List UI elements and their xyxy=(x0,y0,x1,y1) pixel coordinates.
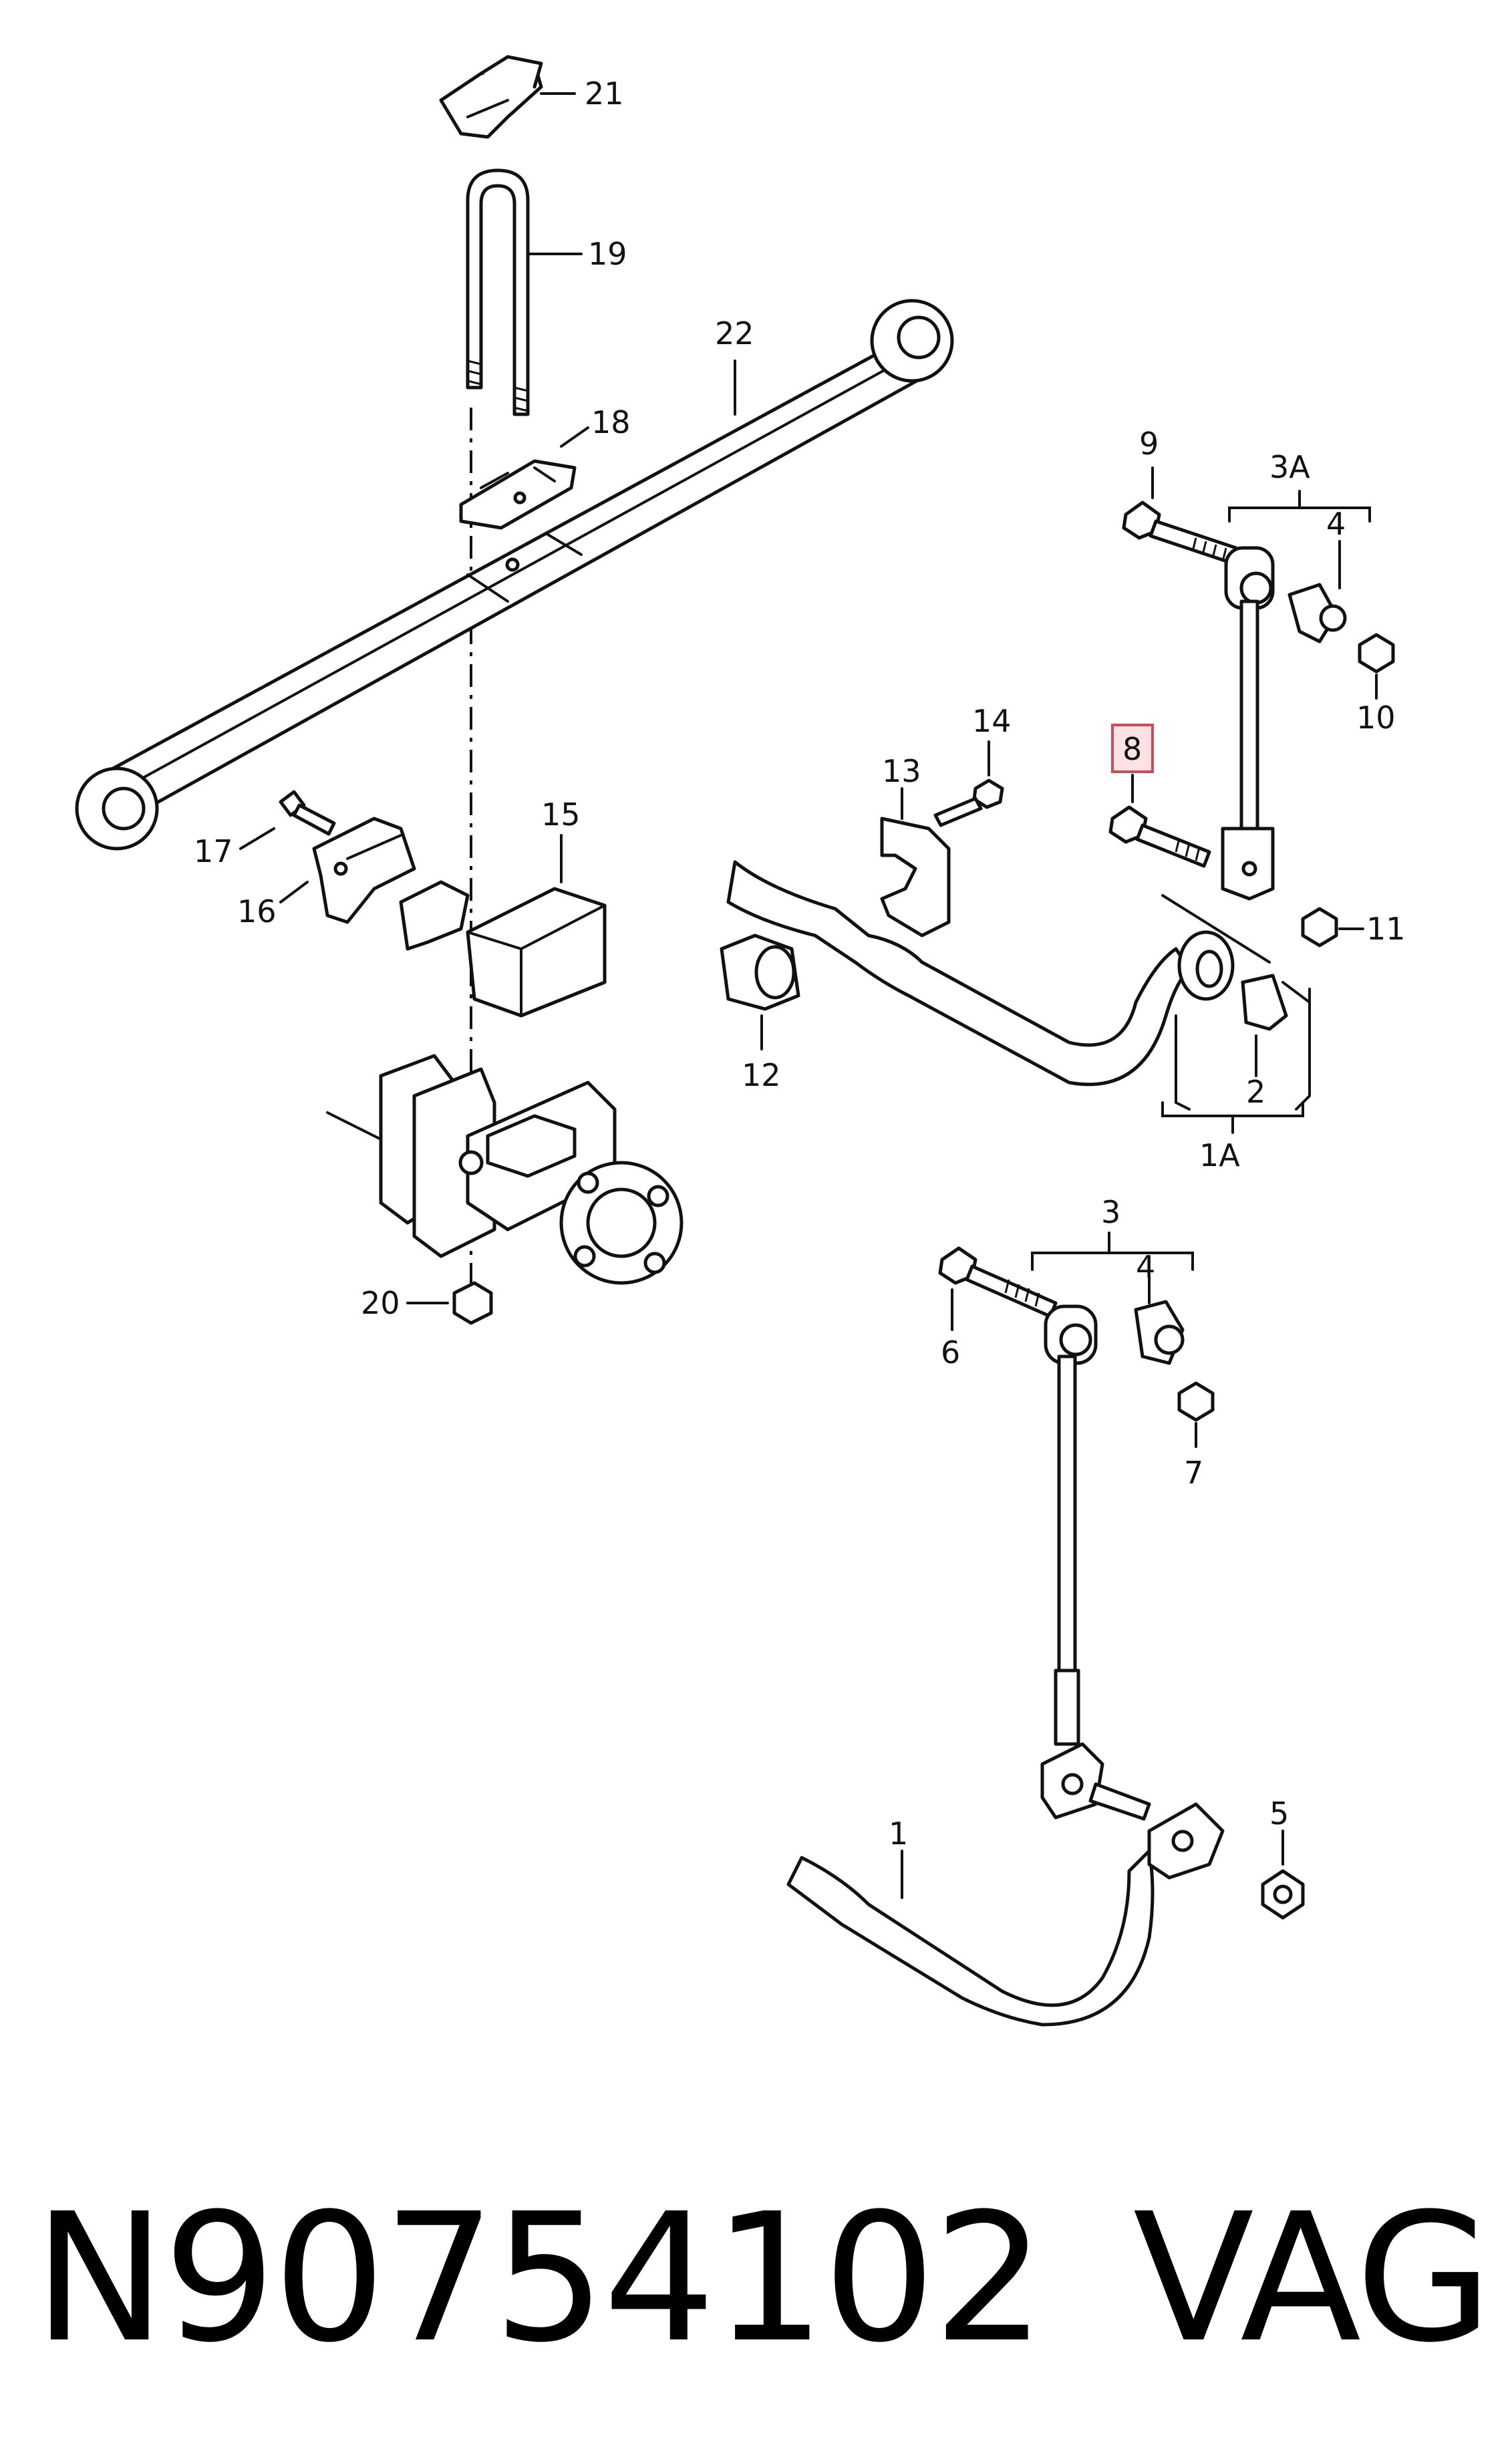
part-6-bolt xyxy=(938,1246,1058,1331)
part-5-nut xyxy=(1261,1830,1305,1920)
callout-14[interactable]: 14 xyxy=(972,703,1012,739)
callout-17[interactable]: 17 xyxy=(194,833,233,869)
axle-hub-mount xyxy=(326,1054,684,1285)
part-22-leaf-spring xyxy=(75,299,954,851)
callout-18[interactable]: 18 xyxy=(591,404,631,440)
part-3A-stabilizer-link xyxy=(1221,490,1371,901)
part-caption: N90754102 VAG xyxy=(33,2158,1493,2399)
callout-16[interactable]: 16 xyxy=(237,893,277,929)
callout-19[interactable]: 19 xyxy=(588,236,627,272)
callout-8[interactable]: 8 xyxy=(1122,731,1142,767)
part-18-spacer-plate xyxy=(459,426,589,530)
part-1-stabilizer-bar xyxy=(786,1802,1225,2027)
part-16-bracket xyxy=(279,817,416,924)
callout-6[interactable]: 6 xyxy=(941,1334,960,1371)
callout-5[interactable]: 5 xyxy=(1269,1795,1289,1832)
part-8-bolt xyxy=(1108,774,1211,868)
callout-9[interactable]: 9 xyxy=(1139,426,1159,462)
callout-2[interactable]: 2 xyxy=(1246,1074,1265,1110)
part-number: N90754102 xyxy=(33,2175,1046,2382)
part-13-clamp xyxy=(880,787,951,938)
callout-1A[interactable]: 1A xyxy=(1199,1137,1240,1173)
callout-10[interactable]: 10 xyxy=(1356,700,1396,736)
part-10-nut xyxy=(1358,633,1395,700)
callout-12[interactable]: 12 xyxy=(742,1057,781,1093)
callout-22[interactable]: 22 xyxy=(715,315,754,351)
callout-1[interactable]: 1 xyxy=(889,1816,908,1852)
callout-4-upper[interactable]: 4 xyxy=(1326,506,1346,542)
part-11-nut xyxy=(1301,907,1364,948)
part-20-nut xyxy=(406,1281,493,1325)
part-14-bolt xyxy=(933,740,1004,827)
callout-11[interactable]: 11 xyxy=(1366,911,1406,947)
callout-21[interactable]: 21 xyxy=(585,76,624,112)
callout-13[interactable]: 13 xyxy=(882,753,921,789)
brand-label: VAG xyxy=(1132,2175,1493,2382)
callout-4-lower[interactable]: 4 xyxy=(1136,1249,1155,1285)
callout-3A[interactable]: 3A xyxy=(1269,449,1310,485)
part-12-bushing xyxy=(720,933,800,1050)
part-19-u-bolt xyxy=(466,168,583,416)
callout-3[interactable]: 3 xyxy=(1101,1194,1120,1230)
callout-20[interactable]: 20 xyxy=(361,1285,400,1321)
callout-7[interactable]: 7 xyxy=(1184,1455,1203,1491)
highlight-box-8 xyxy=(1111,724,1154,773)
part-15-bump-stop xyxy=(399,834,607,1018)
part-1A-stabilizer-bar xyxy=(726,860,1311,1134)
part-17-bolt xyxy=(239,790,336,850)
callout-15[interactable]: 15 xyxy=(541,797,581,833)
part-3-stabilizer-link xyxy=(1031,1232,1194,1821)
part-9-bolt xyxy=(1122,466,1238,565)
part-21-clamp-plate xyxy=(439,55,576,139)
part-7-nut xyxy=(1177,1381,1215,1448)
